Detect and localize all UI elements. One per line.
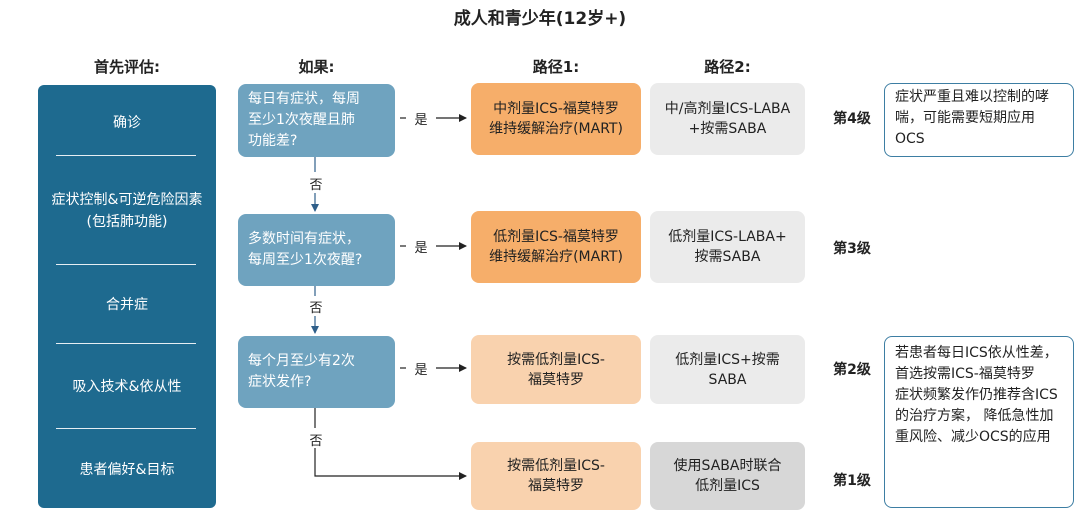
condition-step3: 多数时间有症状， 每周至少1次夜醒? [238, 214, 395, 286]
note-step4-ocs: 症状严重且难以控制的哮喘，可能需要短期应用OCS [884, 83, 1074, 157]
yes-label: 是 [414, 363, 428, 378]
header-if: 如果: [298, 58, 335, 76]
level-3: 第3级 [833, 241, 871, 257]
assess-item-symptom-control: 症状控制&可逆危险因素 (包括肺功能) [51, 192, 203, 230]
header-assess: 首先评估: [94, 58, 160, 76]
path1-step1: 按需低剂量ICS- 福莫特罗 [471, 442, 641, 510]
assess-item-inhaler-technique: 吸入技术&依从性 [72, 379, 182, 395]
path1-step2: 按需低剂量ICS- 福莫特罗 [471, 335, 641, 404]
no-label: 否 [309, 434, 323, 449]
assess-item-diagnosis: 确诊 [113, 115, 141, 131]
yes-label: 是 [414, 241, 428, 256]
assess-item-comorbidity: 合并症 [106, 297, 148, 313]
condition-step4: 每日有症状，每周 至少1次夜醒且肺 功能差? [238, 84, 395, 157]
assess-divider [56, 264, 196, 265]
no-label: 否 [309, 301, 323, 316]
level-4: 第4级 [833, 111, 871, 127]
note-step1-2-ics: 若患者每日ICS依从性差，首选按需ICS-福莫特罗 症状频繁发作仍推荐含ICS的… [884, 336, 1074, 508]
yes-label: 是 [414, 113, 428, 128]
path2-step4: 中/高剂量ICS-LABA +按需SABA [650, 83, 805, 155]
level-2: 第2级 [833, 362, 871, 378]
assess-divider [56, 343, 196, 344]
header-path1: 路径1: [532, 58, 580, 76]
assess-item-preferences: 患者偏好&目标 [79, 462, 175, 478]
condition-step2: 每个月至少有2次 症状发作? [238, 336, 395, 408]
path1-step3: 低剂量ICS-福莫特罗 维持缓解治疗(MART) [471, 211, 641, 283]
header-path2: 路径2: [704, 58, 751, 76]
diagram-title: 成人和青少年(12岁+) [453, 9, 627, 29]
assess-divider [56, 155, 196, 156]
no-label: 否 [309, 178, 323, 193]
path1-step4: 中剂量ICS-福莫特罗 维持缓解治疗(MART) [471, 83, 641, 155]
path2-step2: 低剂量ICS+按需 SABA [650, 335, 805, 404]
path2-step3: 低剂量ICS-LABA+ 按需SABA [650, 211, 805, 283]
path2-step1: 使用SABA时联合 低剂量ICS [650, 442, 805, 510]
level-1: 第1级 [833, 473, 871, 489]
assess-divider [56, 428, 196, 429]
